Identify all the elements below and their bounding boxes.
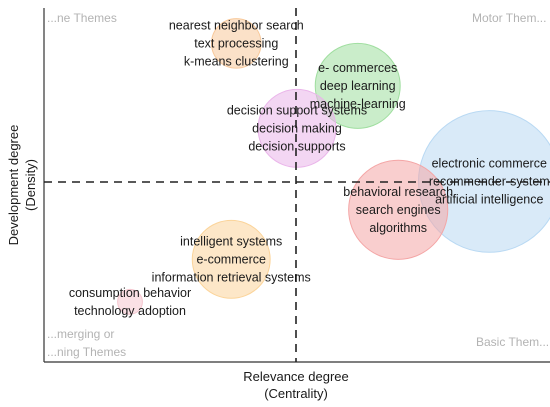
quadrant-label-top-right: Motor Them... [472, 11, 546, 25]
quadrant-label-bottom-left-line2: ...ning Themes [47, 345, 126, 359]
axes-layer [43, 8, 550, 363]
y-axis-title-line1: Development degree [6, 125, 21, 246]
quadrant-label-top-left: ...ne Themes [47, 11, 117, 25]
bubble-labels-layer: nearest neighbor search text processing k-… [69, 18, 550, 317]
quadrant-label-bottom-right: Basic Them... [476, 335, 549, 349]
y-axis-title-line2: (Density) [23, 159, 38, 211]
cluster-bubble [257, 88, 337, 168]
cluster-label: intelligent systems [180, 234, 282, 248]
cluster-label: algorithms [369, 221, 427, 235]
cluster-bubble [211, 18, 262, 69]
cluster-label: consumption behavior [69, 286, 191, 300]
quadrant-labels: ...ne Themes Motor Them... ...merging or… [47, 11, 549, 359]
quadrant-label-bottom-left-line1: ...merging or [47, 327, 114, 341]
cluster-label: artificial intelligence [435, 192, 543, 206]
cluster-label: information retrieval systems [152, 270, 311, 284]
cluster-label: behavioral research [343, 185, 453, 199]
x-axis-title-line1: Relevance degree [243, 369, 349, 384]
cluster-bubble [314, 42, 401, 129]
cluster-label: recommender-system [429, 174, 550, 188]
x-axis-title-line2: (Centrality) [264, 386, 328, 401]
cluster-label: search engines [356, 203, 441, 217]
cluster-label: k-means clustering [184, 54, 289, 68]
axis-titles: Relevance degree (Centrality) Developmen… [6, 125, 349, 401]
cluster-label: decision making [252, 121, 342, 135]
cluster-label: electronic commerce [432, 156, 547, 170]
cluster-label: e- commerces [318, 61, 397, 75]
cluster-bubble [117, 288, 143, 315]
cluster-label: machine-learning [310, 97, 406, 111]
cluster-label: decision support systems [227, 103, 367, 117]
cluster-label: decision supports [248, 139, 345, 153]
cluster-label: deep learning [320, 79, 396, 93]
cluster-bubble [191, 219, 271, 299]
cluster-bubble [348, 159, 449, 260]
cluster-label: nearest neighbor search [169, 18, 304, 32]
cluster-label: e-commerce [196, 252, 266, 266]
cluster-label: text processing [194, 36, 278, 50]
cluster-label: technology adoption [74, 304, 186, 318]
